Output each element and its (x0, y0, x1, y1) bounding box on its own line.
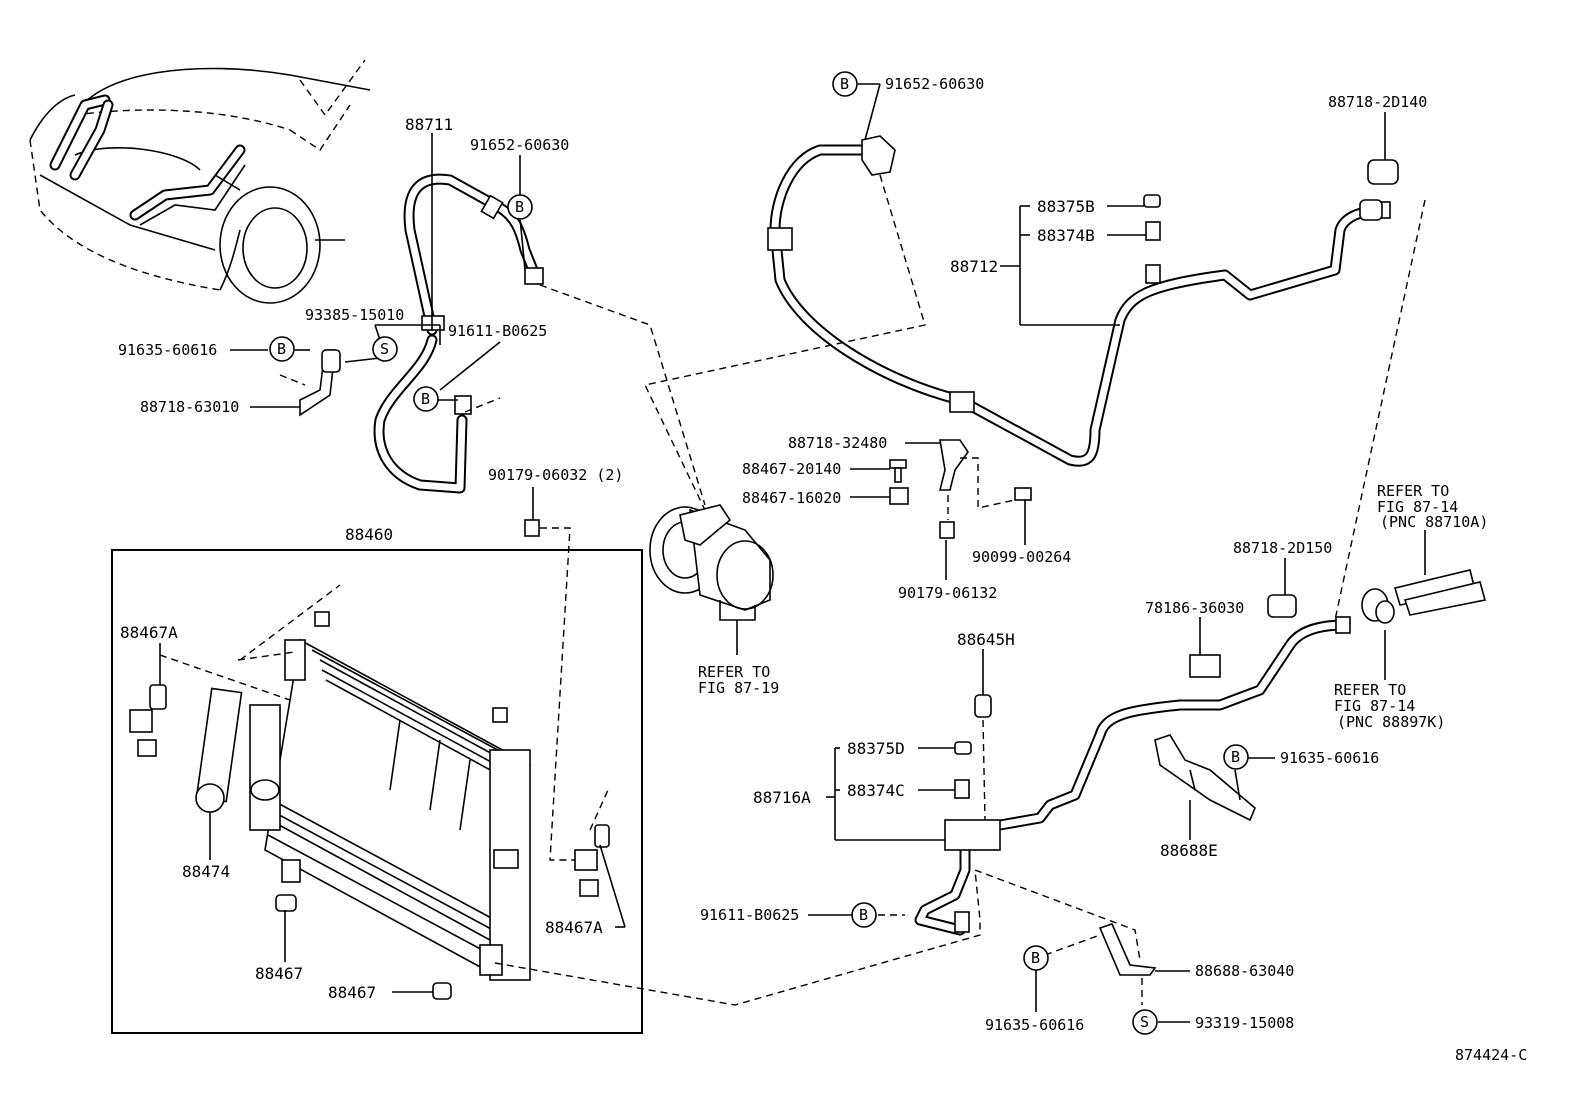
bracket-88688-63040 (1044, 923, 1157, 1005)
label-88718-63010: 88718-63010 (140, 398, 239, 416)
label-88467-16020: 88467-16020 (742, 489, 841, 507)
ref-compressor-line1: REFER TO (698, 663, 770, 681)
label-91652-60630-mid: 91652-60630 (470, 136, 569, 154)
hardware (129, 159, 1487, 1000)
ref-compressor-line2: FIG 87-19 (698, 679, 779, 697)
condenser-frame (111, 549, 643, 1034)
label-88711: 88711 (405, 115, 453, 134)
label-88712: 88712 (950, 257, 998, 276)
label-88467A-right: 88467A (545, 918, 603, 937)
symbol-b-1 (832, 71, 858, 97)
symbol-b-7 (1023, 945, 1049, 971)
symbol-b-3-text: B (277, 340, 286, 358)
symbol-b-2-text: B (515, 198, 524, 216)
label-88375D: 88375D (847, 739, 905, 758)
ref-upper-line2: FIG 87-14 (1377, 498, 1458, 516)
label-88688E: 88688E (1160, 841, 1218, 860)
label-88375B: 88375B (1037, 197, 1095, 216)
tube-88712 (643, 135, 1426, 621)
label-91611-B0625-top: 91611-B0625 (448, 322, 547, 340)
label-91635-60616-left: 91635-60616 (118, 341, 217, 359)
reference-notes: REFER TO FIG 87-19 REFER TO FIG 87-14 (P… (698, 482, 1488, 731)
figure-id: 874424-C (1455, 1046, 1527, 1064)
label-93319-15008: 93319-15008 (1195, 1014, 1294, 1032)
label-88467-b: 88467 (328, 983, 376, 1002)
vehicle-sketch (29, 59, 371, 304)
symbol-s-1-text: S (380, 340, 389, 358)
ref-lower-line1: REFER TO (1334, 681, 1406, 699)
tube-88716A (914, 616, 1351, 961)
symbol-b-5-text: B (1231, 748, 1240, 766)
label-91611-B0625-bottom: 91611-B0625 (700, 906, 799, 924)
label-91635-60616-bottom: 91635-60616 (985, 1016, 1084, 1034)
label-90099-00264: 90099-00264 (972, 548, 1071, 566)
symbol-b-6 (851, 902, 877, 928)
label-91652-60630-top: 91652-60630 (885, 75, 984, 93)
label-88374C: 88374C (847, 781, 905, 800)
compressor (649, 504, 774, 655)
symbol-s-2 (1132, 1009, 1158, 1035)
symbol-b-1-text: B (840, 75, 849, 93)
label-88374B: 88374B (1037, 226, 1095, 245)
symbol-b-4 (413, 386, 439, 412)
symbol-b-2 (507, 194, 533, 220)
label-88467-20140: 88467-20140 (742, 460, 841, 478)
label-88718-32480: 88718-32480 (788, 434, 887, 452)
symbol-b-6-text: B (859, 906, 868, 924)
label-88467A-left: 88467A (120, 623, 178, 642)
label-88688-63040: 88688-63040 (1195, 962, 1294, 980)
symbol-b-3 (269, 336, 295, 362)
ref-upper-line3: (PNC 88710A) (1380, 513, 1488, 531)
label-88460: 88460 (345, 525, 393, 544)
symbol-s-1 (372, 336, 398, 362)
label-88716A: 88716A (753, 788, 811, 807)
label-88467-a: 88467 (255, 964, 303, 983)
part-labels: 88711 91652-60630 91652-60630 93385-1501… (118, 75, 1427, 1034)
label-90179-06132: 90179-06132 (898, 584, 997, 602)
ref-lower-line2: FIG 87-14 (1334, 697, 1415, 715)
bracket-88688E (1154, 734, 1256, 822)
symbol-b-5 (1223, 744, 1249, 770)
label-91635-60616-right: 91635-60616 (1280, 749, 1379, 767)
label-88474: 88474 (182, 862, 230, 881)
suction-hose-88711 (373, 173, 706, 506)
symbol-s-2-text: S (1140, 1013, 1149, 1031)
label-90179-06032: 90179-06032 (2) (488, 466, 623, 484)
ref-lower-line3: (PNC 88897K) (1337, 713, 1445, 731)
condenser (159, 584, 981, 1006)
label-88645H: 88645H (957, 630, 1015, 649)
label-93385-15010: 93385-15010 (305, 306, 404, 324)
symbol-b-4-text: B (421, 390, 430, 408)
label-78186-36030: 78186-36030 (1145, 599, 1244, 617)
ref-upper-line1: REFER TO (1377, 482, 1449, 500)
label-88718-2D140: 88718-2D140 (1328, 93, 1427, 111)
symbols: B B S B B B B B S (269, 71, 1249, 1035)
label-88718-2D150: 88718-2D150 (1233, 539, 1332, 557)
symbol-b-7-text: B (1031, 949, 1040, 967)
leader-lines (159, 83, 1426, 1023)
